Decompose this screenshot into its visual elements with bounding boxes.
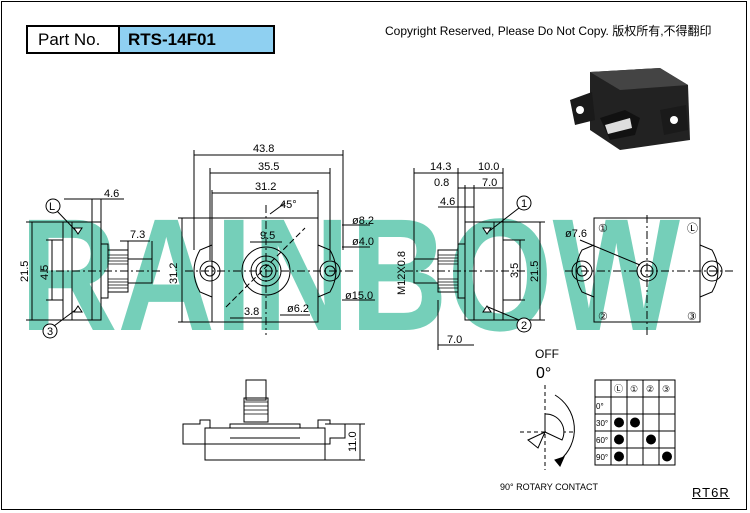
label-L: L (49, 201, 55, 213)
dim-3-8: 3.8 (244, 306, 259, 318)
rear-label-L: Ⓛ (687, 222, 698, 235)
table-angle: 30° (596, 419, 608, 428)
table-header: ② (646, 384, 654, 394)
front-view (178, 150, 375, 335)
table-cell (658, 413, 676, 432)
table-header: ① (630, 384, 638, 394)
dim-dia-4-0: ø4.0 (352, 236, 374, 248)
table-cell (642, 413, 660, 432)
table-cell (642, 447, 660, 466)
dim-7-3: 7.3 (130, 229, 145, 241)
label-1: 1 (521, 198, 527, 210)
dim-9-5: 9.5 (260, 230, 275, 242)
contact-dot (630, 417, 640, 428)
dim-7-0-bottom: 7.0 (447, 334, 462, 346)
table-angle: 90° (596, 453, 608, 462)
side-view-left (26, 198, 160, 321)
table-angle: 60° (596, 436, 608, 445)
circle-2-marker (516, 317, 532, 333)
table-header: Ⓛ (614, 384, 623, 394)
dim-21-5-right: 21.5 (529, 261, 541, 282)
dim-35-5: 35.5 (258, 161, 279, 173)
table-cell (642, 396, 660, 415)
dim-dia-7-6: ø7.6 (565, 228, 587, 240)
contact-dot (614, 434, 624, 445)
circle-1-marker (516, 195, 532, 211)
table-cell (594, 379, 612, 398)
table-angle: 0° (596, 402, 604, 411)
rear-label-3: ③ (687, 311, 697, 323)
circle-3-marker (42, 323, 58, 339)
dim-43-8: 43.8 (253, 143, 274, 155)
dim-0-8: 0.8 (434, 177, 449, 189)
part-number-box: Part No. RTS-14F01 (26, 25, 275, 54)
copyright-notice: Copyright Reserved, Please Do Not Copy. … (385, 24, 712, 38)
dim-dia-8-2: ø8.2 (352, 215, 374, 227)
contact-dot (614, 417, 624, 428)
rotary-caption: 90° ROTARY CONTACT (500, 482, 598, 492)
dim-4-6: 4.6 (104, 188, 119, 200)
table-cell (626, 430, 644, 449)
drawing-code: RT6R (692, 485, 730, 500)
part-number: RTS-14F01 (120, 27, 273, 52)
dim-11-0: 11.0 (347, 431, 359, 452)
rotary-off-label: OFF (535, 347, 559, 361)
label-3: 3 (47, 326, 53, 338)
dim-31-2: 31.2 (255, 181, 276, 193)
dim-4-6-right: 4.6 (440, 196, 455, 208)
contact-dot (646, 434, 656, 445)
dim-thread: M12X0.8 (396, 251, 408, 295)
rear-label-2: ② (598, 311, 608, 323)
table-cell (658, 447, 676, 466)
bottom-view (182, 379, 365, 461)
table-cell (610, 396, 628, 415)
watermark: RAINBOW (20, 185, 680, 364)
dim-dia-6-2: ø6.2 (287, 303, 309, 315)
dim-21-5: 21.5 (19, 261, 31, 282)
contact-dot (614, 451, 624, 462)
label-2: 2 (521, 320, 527, 332)
table-header: ③ (662, 384, 670, 394)
part-label: Part No. (28, 27, 120, 52)
circle-L-marker (45, 198, 61, 214)
table-cell (658, 430, 676, 449)
dim-4-5: 4.5 (39, 265, 51, 280)
table-cell (658, 396, 676, 415)
contact-dot (662, 451, 672, 462)
dim-3-5: 3.5 (509, 263, 521, 278)
dim-10-0: 10.0 (478, 161, 499, 173)
rotary-diagram (520, 385, 575, 470)
rotary-zero-label: 0° (536, 365, 551, 382)
table-cell (626, 396, 644, 415)
dim-14-3: 14.3 (430, 161, 451, 173)
dim-7-0: 7.0 (482, 177, 497, 189)
dim-45-deg: 45° (280, 199, 297, 211)
rear-view (565, 215, 735, 335)
dim-dia-15-0: ø15.0 (345, 290, 373, 302)
product-photo (570, 68, 690, 150)
table-cell (626, 447, 644, 466)
rear-label-1: ① (598, 223, 608, 235)
dim-31-2-vertical: 31.2 (168, 263, 180, 284)
